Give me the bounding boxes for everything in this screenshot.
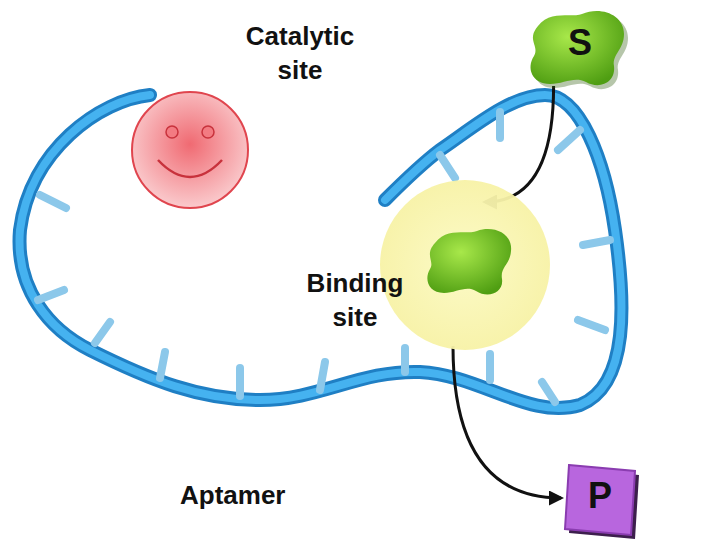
product-shape <box>565 465 635 535</box>
smiley-mouth <box>158 160 222 177</box>
part-label: Aptamer <box>180 480 285 511</box>
reaction-arrow <box>485 86 554 202</box>
node-text: P <box>569 473 631 520</box>
nucleotide-bases <box>38 112 610 402</box>
ribbon-face <box>20 95 622 408</box>
substrate-molecule: S <box>520 4 632 90</box>
catalytic-site: Catalytic site <box>120 14 380 214</box>
reaction-arrow <box>453 346 561 498</box>
node-text: Binding site <box>290 267 420 335</box>
binding-pocket <box>380 180 550 350</box>
ribbon-edge <box>20 95 622 408</box>
binding-site: Binding site <box>280 175 555 355</box>
node-text: S <box>550 20 610 67</box>
smiley-face <box>132 92 248 208</box>
bound-substrate <box>427 229 511 295</box>
binding-site-outline <box>280 175 555 355</box>
node-text: Catalytic site <box>225 20 375 88</box>
substrate-shape <box>531 11 624 85</box>
smiley-eye <box>166 126 178 138</box>
smiley-eye <box>202 126 214 138</box>
product-molecule: P <box>555 455 647 541</box>
